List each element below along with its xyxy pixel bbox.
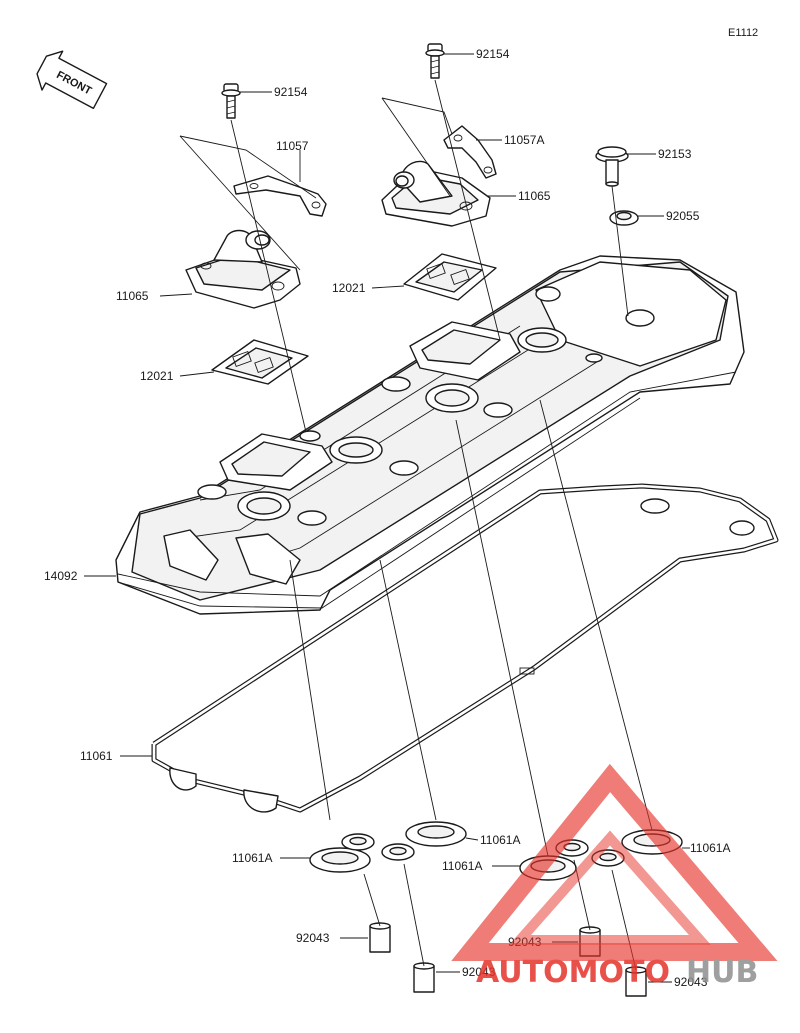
plug-gasket-11061A-1 [309, 833, 375, 873]
label-92043-2: 92043 [462, 965, 496, 979]
label-92043-1: 92043 [296, 931, 330, 945]
plug-gasket-11061A-2 [381, 821, 467, 861]
bolt-92153 [595, 146, 629, 187]
cover-gasket-11061 [151, 483, 779, 813]
washer-92055 [609, 210, 639, 226]
label-92154-left: 92154 [274, 85, 308, 99]
label-11057: 11057 [276, 139, 309, 153]
label-11061A-3: 11061A [442, 859, 482, 873]
label-92055: 92055 [666, 209, 700, 223]
bolt-92154-right [425, 43, 445, 79]
label-92154-right: 92154 [476, 47, 510, 61]
gasket-12021-left [211, 339, 309, 385]
bracket-11057 [233, 175, 327, 217]
label-92153: 92153 [658, 147, 692, 161]
bracket-11057A [443, 125, 497, 179]
label-14092: 14092 [44, 569, 78, 583]
dowel-pin-92043-1 [369, 922, 391, 953]
label-92043-4: 92043 [674, 975, 708, 989]
label-11061A-2: 11061A [480, 833, 520, 847]
diagram-code: E1112 [728, 27, 758, 39]
dowel-pin-92043-2 [413, 962, 435, 993]
label-12021-left: 12021 [140, 369, 174, 383]
label-11061A-1: 11061A [232, 851, 272, 865]
label-11061: 11061 [80, 749, 113, 763]
watermark-logo: AUTOMOTO HUB [451, 763, 778, 990]
breather-cover-11065-right [381, 160, 491, 227]
bolt-92154-left [221, 83, 241, 119]
label-11057A: 11057A [504, 133, 544, 147]
head-cover-14092 [115, 255, 745, 615]
label-11065-right: 11065 [518, 189, 551, 203]
label-11065-left: 11065 [116, 289, 149, 303]
watermark-brand-b: HUB [686, 955, 758, 990]
watermark-brand-a: AUTOMOTO [476, 955, 670, 990]
front-arrow-icon: FRONT [36, 50, 108, 110]
dowel-pin-92043-4 [625, 966, 647, 997]
gasket-12021-right [403, 253, 497, 301]
label-11061A-4: 11061A [690, 841, 730, 855]
label-12021-right: 12021 [332, 281, 366, 295]
triangle-logo-icon [451, 763, 778, 961]
assembly-lines [179, 79, 653, 971]
breather-cover-11065-left [185, 229, 301, 309]
